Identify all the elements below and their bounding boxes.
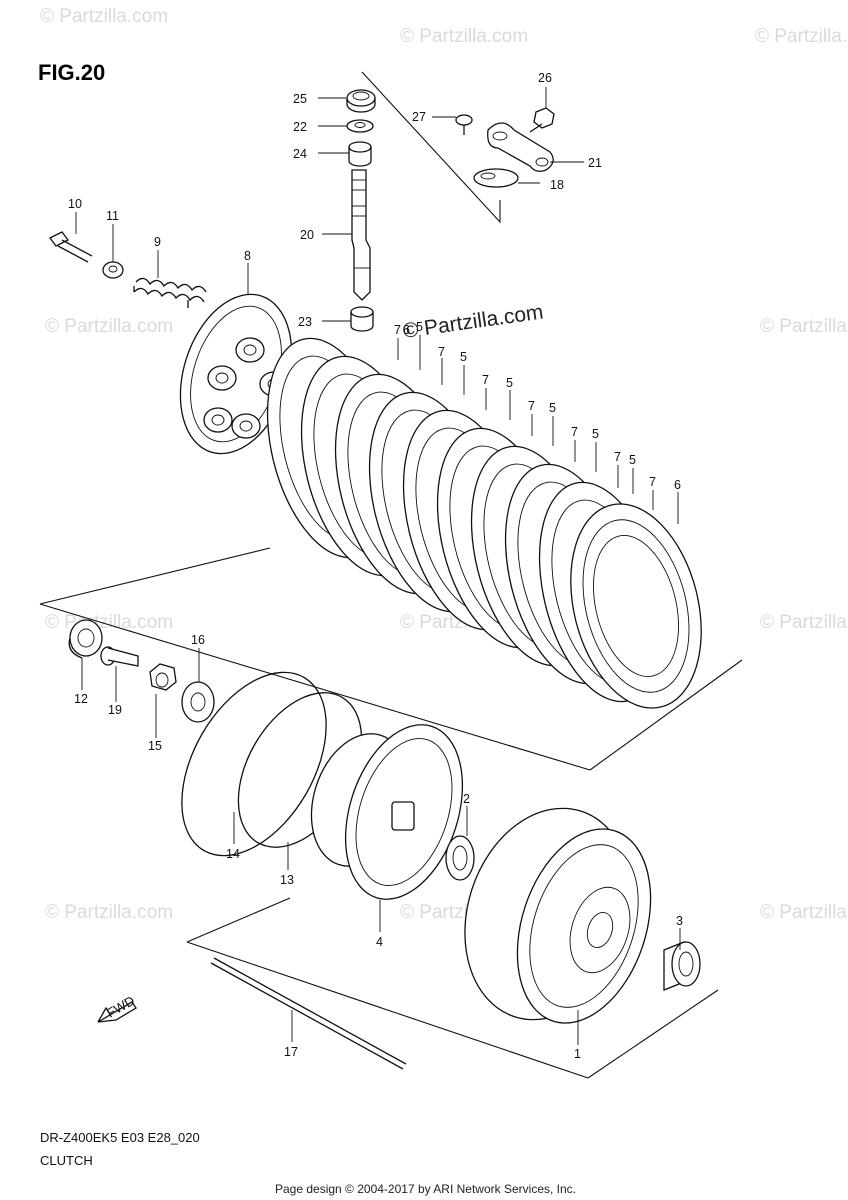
callout-7[interactable]: 7 <box>438 345 445 359</box>
callout-7[interactable]: 7 <box>571 425 578 439</box>
callout-24[interactable]: 24 <box>293 147 307 161</box>
part-23-bearing[interactable] <box>350 306 374 332</box>
callout-12[interactable]: 12 <box>74 692 88 706</box>
part-18-washer[interactable] <box>473 168 519 188</box>
part-19-pin[interactable] <box>100 646 139 667</box>
callout-5[interactable]: 5 <box>416 320 423 334</box>
part-11-spacer[interactable] <box>102 261 124 279</box>
release-lever-assembly <box>455 107 555 188</box>
part-25-oil-seal[interactable] <box>346 89 376 113</box>
watermark: © Partzilla.com <box>45 902 173 923</box>
part-10-bolt[interactable] <box>49 231 93 263</box>
callout-25[interactable]: 25 <box>293 92 307 106</box>
part-9-spring[interactable] <box>133 277 207 308</box>
center-watermark: © Partzilla.com <box>401 300 544 342</box>
callout-8[interactable]: 8 <box>244 249 251 263</box>
callout-27[interactable]: 27 <box>412 110 426 124</box>
housing-group <box>210 787 701 1070</box>
callout-1[interactable]: 1 <box>574 1047 581 1061</box>
part-22-washer[interactable] <box>346 119 374 133</box>
callout-7[interactable]: 7 <box>394 323 401 337</box>
part-20-release-shaft[interactable] <box>351 169 371 301</box>
callout-5[interactable]: 5 <box>549 401 556 415</box>
watermark: © Partzilla.com <box>760 316 848 337</box>
callout-26[interactable]: 26 <box>538 71 552 85</box>
watermark: © Partzilla.com <box>45 316 173 337</box>
small-parts-group <box>68 619 215 723</box>
callout-labels: 25 22 24 20 23 26 27 21 18 10 11 9 8 7 5… <box>68 71 683 1061</box>
part-27-screw[interactable] <box>455 114 473 135</box>
part-16-lock-washer[interactable] <box>181 681 215 723</box>
pressure-plate-group <box>49 231 293 455</box>
callout-7[interactable]: 7 <box>482 373 489 387</box>
figure-title: FIG.20 <box>38 60 105 85</box>
callout-4[interactable]: 4 <box>376 935 383 949</box>
part-24-bearing[interactable] <box>348 141 372 167</box>
plate[interactable] <box>551 490 722 722</box>
callout-7[interactable]: 7 <box>528 399 535 413</box>
reference-frames <box>39 71 743 1079</box>
callout-5[interactable]: 5 <box>592 427 599 441</box>
callout-14[interactable]: 14 <box>226 847 240 861</box>
callout-6[interactable]: 6 <box>674 478 681 492</box>
callout-6[interactable]: 6 <box>403 323 410 337</box>
clutch-plate-stack <box>266 337 722 722</box>
callout-5[interactable]: 5 <box>460 350 467 364</box>
callout-10[interactable]: 10 <box>68 197 82 211</box>
callout-7[interactable]: 7 <box>649 475 656 489</box>
part-15-nut[interactable] <box>149 663 177 691</box>
callout-19[interactable]: 19 <box>108 703 122 717</box>
model-code: DR-Z400EK5 E03 E28_020 <box>40 1130 200 1145</box>
part-4-clutch-hub[interactable] <box>295 710 483 915</box>
callout-17[interactable]: 17 <box>284 1045 298 1059</box>
callout-21[interactable]: 21 <box>588 156 602 170</box>
part-17-push-rod[interactable] <box>210 957 407 1070</box>
callout-11[interactable]: 11 <box>106 209 119 223</box>
callout-15[interactable]: 15 <box>148 739 162 753</box>
callout-20[interactable]: 20 <box>300 228 314 242</box>
callout-2[interactable]: 2 <box>463 792 470 806</box>
hub-group <box>152 647 483 915</box>
release-shaft-assembly <box>346 89 376 332</box>
part-12-bearing[interactable] <box>68 619 103 659</box>
callout-23[interactable]: 23 <box>298 315 312 329</box>
callout-3[interactable]: 3 <box>676 914 683 928</box>
callout-9[interactable]: 9 <box>154 235 161 249</box>
section-name: CLUTCH <box>40 1153 93 1168</box>
footer-credit: Page design © 2004-2017 by ARI Network S… <box>275 1182 576 1196</box>
watermark: © Partzilla.com <box>760 612 848 633</box>
watermark: © Partzilla.com <box>755 26 848 47</box>
watermark: © Partzilla.com <box>45 612 173 633</box>
callout-22[interactable]: 22 <box>293 120 307 134</box>
leader-lines <box>75 87 681 1045</box>
callout-5[interactable]: 5 <box>506 376 513 390</box>
part-26-bolt[interactable] <box>529 107 555 133</box>
part-2-thrust-washer[interactable] <box>445 835 475 881</box>
watermark: © Partzilla.com <box>400 26 528 47</box>
part-14-wire-ring[interactable] <box>152 647 356 880</box>
callout-16[interactable]: 16 <box>191 633 205 647</box>
part-3-spacer[interactable] <box>663 941 701 991</box>
part-1-primary-driven-gear[interactable] <box>439 787 674 1042</box>
callout-7[interactable]: 7 <box>614 450 621 464</box>
fwd-arrow-icon: FWD <box>97 993 137 1023</box>
callout-13[interactable]: 13 <box>280 873 294 887</box>
watermark: © Partzilla.com <box>40 6 168 27</box>
part-21-release-lever[interactable] <box>487 122 554 172</box>
callout-18[interactable]: 18 <box>550 178 564 192</box>
callout-5[interactable]: 5 <box>629 453 636 467</box>
watermark: © Partzilla.com <box>760 902 848 923</box>
